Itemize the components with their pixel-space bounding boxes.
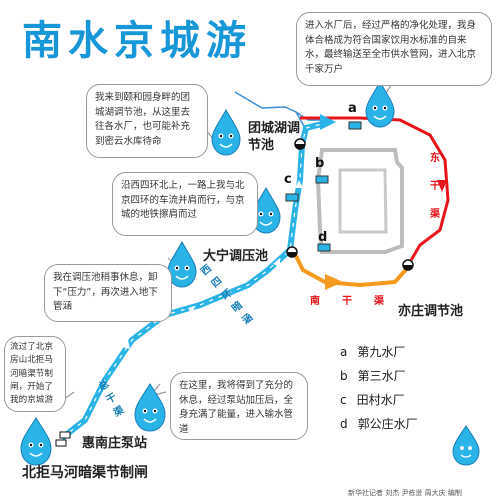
water-drop-mascot	[211, 108, 241, 156]
bubble-huinanzhuang: 在这里，我将得到了充分的休息，经过泵站加压后，全身充满了能量，进入输水管道	[170, 372, 308, 440]
station-circle-tuanchenghu[interactable]	[294, 138, 306, 150]
east-arrow-2	[437, 180, 447, 192]
plant-c-marker[interactable]	[285, 193, 299, 202]
legend-row-b: b 第三水厂	[340, 364, 418, 388]
legend-key: c	[340, 393, 347, 407]
legend-label: 田村水厂	[356, 393, 405, 407]
station-circle-daning[interactable]	[286, 246, 298, 258]
plant-b-letter: b	[315, 156, 325, 171]
page-title: 南水京城游	[22, 18, 252, 64]
south-canal-route	[292, 251, 412, 288]
legend-label: 第九水厂	[357, 345, 406, 359]
bubble-beijuma: 流过了北京房山北拒马河暗渠节制闸，开始了我的京城游	[4, 336, 66, 412]
bubble-daning: 我在调压池稍事休息，卸下“压力”，再次进入地下管涵	[44, 264, 172, 322]
plant-d-letter: d	[318, 230, 328, 245]
station-label-daning: 大宁调压池	[203, 249, 269, 264]
city-ring-roads	[315, 148, 404, 254]
flow-arrows	[76, 180, 303, 408]
legend-label: 郭公庄水厂	[357, 417, 418, 431]
route-label-south: 南干渠	[310, 296, 406, 307]
water-drop-mascot	[452, 425, 480, 466]
water-drop-mascot	[20, 417, 52, 466]
bubble-west-fourth-ring: 沿西四环北上，一路上我与北京四环的车流并肩而行，与京城的地铁擦肩而过	[112, 172, 258, 236]
bubble-tuanchenghu: 我来到颐和园身畔的团城湖调节池，从这里去往各水厂，也可能补充到密云水库待命	[86, 84, 208, 158]
south-arrow	[325, 274, 343, 290]
water-drop-mascot	[167, 240, 197, 288]
route-label-east: 东干渠	[430, 153, 440, 220]
station-label-tuanchenghu: 团城湖调节池	[248, 121, 301, 153]
legend-row-d: d 郭公庄水厂	[340, 412, 418, 436]
legend-key: a	[340, 345, 348, 359]
main-canal-flow	[61, 121, 331, 439]
legend-row-a: a 第九水厂	[340, 340, 418, 364]
water-drop-mascot	[365, 80, 395, 128]
credit-line: 新华社记者 刘杰 尹栋逊 周大庆 编制	[348, 489, 462, 497]
legend-label: 第三水厂	[357, 369, 406, 383]
main-arrow-head	[320, 114, 336, 130]
legend-key: d	[340, 417, 348, 431]
legend-key: b	[340, 369, 348, 383]
bubble-water-plant: 进入水厂后，经过严格的净化处理，我身体合格成为符合国家饮用水标准的自来水，最终输…	[296, 12, 492, 86]
plant-c-letter: c	[284, 172, 292, 187]
plant-a-letter: a	[348, 101, 357, 116]
plant-b-marker[interactable]	[315, 175, 329, 184]
station-label-yizhuang: 亦庄调节池	[398, 304, 464, 319]
station-marker-huinanzhuang[interactable]	[55, 431, 71, 447]
station-label-beijuma: 北拒马河暗渠节制闸	[22, 465, 148, 481]
legend-row-c: c 田村水厂	[340, 388, 418, 412]
plant-a-marker[interactable]	[348, 121, 362, 130]
water-drop-mascot	[134, 383, 166, 432]
legend: a 第九水厂 b 第三水厂 c 田村水厂 d 郭公庄水厂	[340, 340, 418, 436]
station-circle-yizhuang[interactable]	[402, 259, 414, 271]
station-label-huinanzhuang: 惠南庄泵站	[82, 436, 148, 451]
inner-ring	[338, 168, 388, 234]
plant-d-marker[interactable]	[317, 243, 331, 252]
